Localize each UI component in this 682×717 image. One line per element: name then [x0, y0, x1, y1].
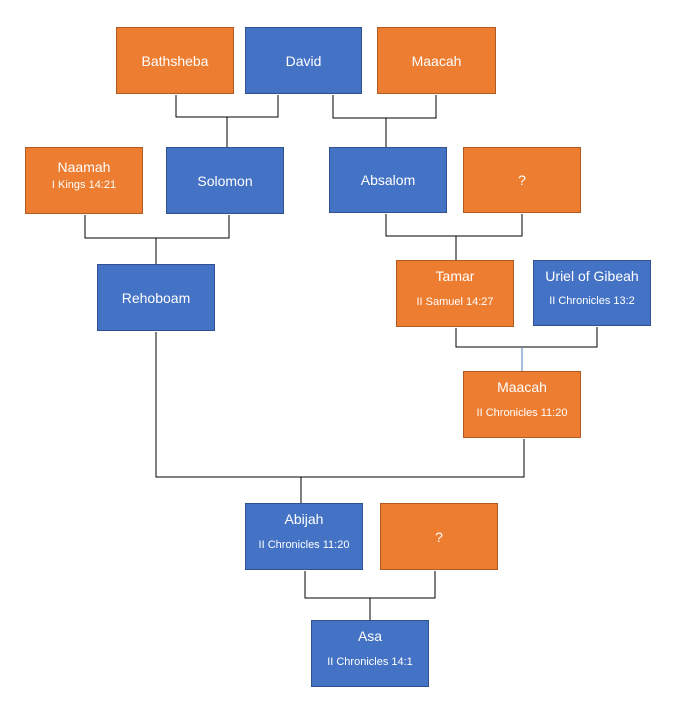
- person-name: Asa: [357, 628, 383, 644]
- person-naamah: Naamah I Kings 14:21: [25, 147, 143, 214]
- person-abijah: Abijah II Chronicles 11:20: [245, 503, 363, 570]
- person-tamar: Tamar II Samuel 14:27: [396, 260, 514, 327]
- person-name: David: [285, 52, 322, 69]
- person-name: Naamah: [57, 159, 111, 175]
- person-name: Maacah: [411, 52, 462, 69]
- person-name: Uriel of Gibeah: [545, 268, 639, 284]
- person-solomon: Solomon: [166, 147, 284, 214]
- person-rehoboam: Rehoboam: [97, 264, 215, 331]
- person-absalom: Absalom: [329, 147, 447, 213]
- person-name: Solomon: [197, 172, 253, 189]
- person-uriel-of-gibeah: Uriel of Gibeah II Chronicles 13:2: [533, 260, 651, 326]
- scripture-reference: II Chronicles 13:2: [549, 295, 635, 307]
- person-name: Tamar: [435, 268, 475, 284]
- scripture-reference: II Chronicles 11:20: [476, 407, 568, 419]
- person-name: ?: [518, 172, 526, 188]
- person-name: ?: [435, 528, 443, 545]
- person-unknown-2: ?: [380, 503, 498, 570]
- person-unknown-1: ?: [463, 147, 581, 213]
- person-maacah-grandparent: Maacah: [377, 27, 496, 94]
- person-asa: Asa II Chronicles 14:1: [311, 620, 429, 687]
- connector-rehoboam-maacah: [155, 332, 525, 478]
- scripture-reference: II Chronicles 14:1: [327, 656, 413, 668]
- person-maacah: Maacah II Chronicles 11:20: [463, 371, 581, 438]
- scripture-reference: II Samuel 14:27: [416, 296, 494, 308]
- person-name: Rehoboam: [121, 289, 191, 306]
- person-david: David: [245, 27, 362, 94]
- scripture-reference: II Chronicles 11:20: [258, 539, 350, 551]
- connector-absalom-parents: [332, 95, 437, 119]
- person-name: Bathsheba: [141, 52, 209, 69]
- connector-absalom-spouse: [385, 214, 523, 237]
- person-name: Maacah: [497, 379, 547, 395]
- connector-tamar-uriel: [455, 327, 598, 348]
- person-bathsheba: Bathsheba: [116, 27, 234, 94]
- connector-abijah-spouse: [304, 571, 436, 599]
- person-name: Abijah: [284, 511, 324, 527]
- connector-david-bathsheba: [175, 95, 279, 118]
- scripture-reference: I Kings 14:21: [51, 179, 117, 191]
- person-name: Absalom: [360, 172, 416, 188]
- connector-solomon-naamah: [84, 215, 230, 239]
